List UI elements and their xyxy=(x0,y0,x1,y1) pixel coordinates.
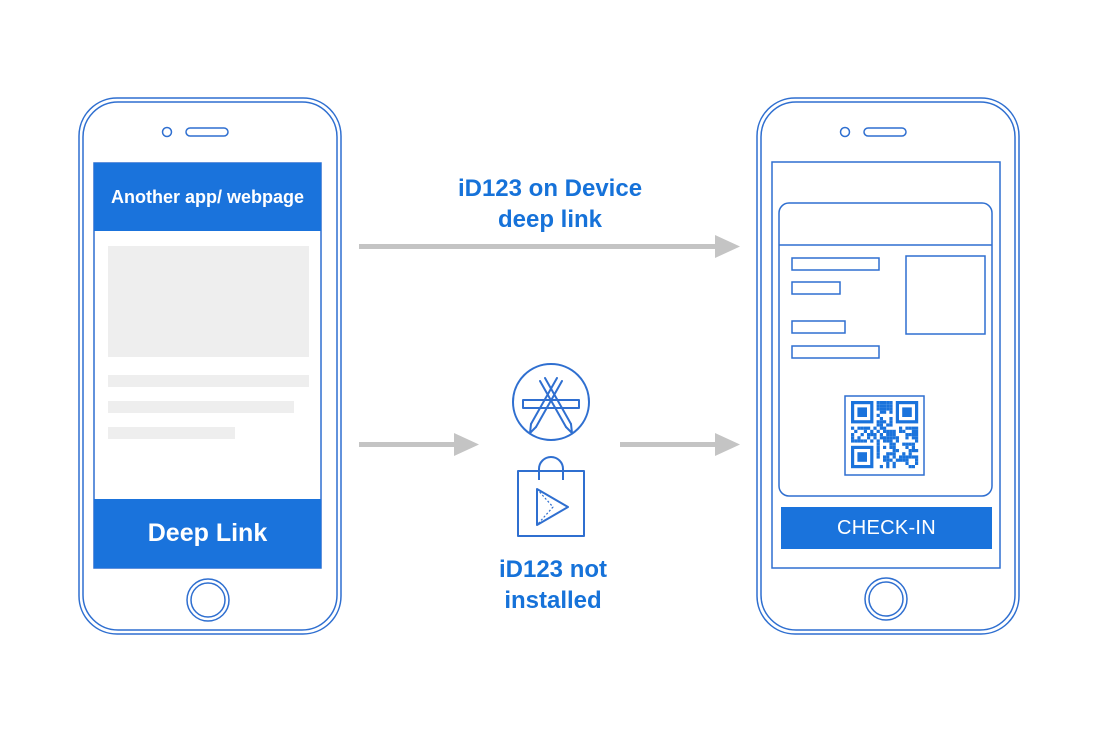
left-placeholders xyxy=(108,246,309,439)
right-phone xyxy=(756,97,1020,635)
bottom-path-label: iD123 not installed xyxy=(440,554,666,616)
id-card xyxy=(778,202,993,497)
deep-link-button[interactable]: Deep Link xyxy=(94,499,321,568)
right-screen xyxy=(771,161,1001,569)
google-play-icon xyxy=(517,456,585,537)
checkin-button[interactable]: CHECK-IN xyxy=(781,507,992,549)
photo-placeholder xyxy=(905,255,986,335)
top-path-label: iD123 on Device deep link xyxy=(420,173,680,235)
left-header-banner: Another app/ webpage xyxy=(94,163,321,231)
field-placeholder xyxy=(791,281,841,295)
speaker-icon xyxy=(185,127,229,137)
camera-icon xyxy=(839,126,851,138)
top-arrow xyxy=(359,235,740,258)
qr-code-icon xyxy=(851,401,919,469)
image-placeholder xyxy=(108,246,309,357)
field-placeholder xyxy=(791,257,880,271)
field-placeholder xyxy=(791,320,846,334)
home-button xyxy=(864,577,908,621)
speaker-icon xyxy=(863,127,907,137)
text-line-placeholder xyxy=(108,401,294,413)
text-line-placeholder xyxy=(108,427,235,439)
arrows xyxy=(359,235,740,456)
camera-icon xyxy=(161,126,173,138)
bottom-path-label-line2: installed xyxy=(504,587,602,614)
qr-frame xyxy=(844,395,925,476)
bottom-right-arrow xyxy=(620,433,740,456)
bottom-left-arrow xyxy=(359,433,479,456)
field-placeholder xyxy=(791,345,880,359)
top-path-label-line1: iD123 on Device xyxy=(457,175,643,202)
text-line-placeholder xyxy=(108,375,309,387)
bottom-path-label-line1: iD123 not xyxy=(498,556,608,583)
app-store-icon xyxy=(512,363,590,441)
home-button xyxy=(186,578,230,622)
top-path-label-line2: deep link xyxy=(497,206,603,233)
